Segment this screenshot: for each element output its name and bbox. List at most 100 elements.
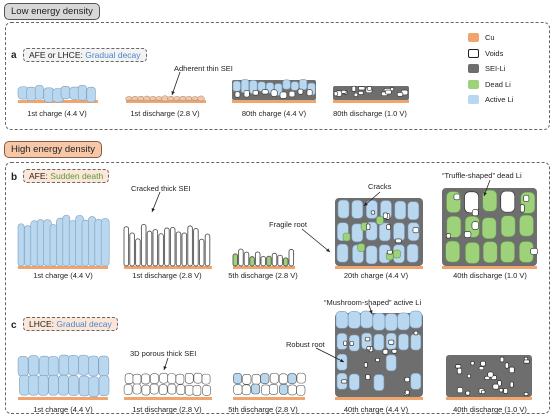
active-li	[77, 84, 87, 101]
sei-shell	[193, 228, 199, 267]
active-li	[358, 86, 366, 91]
active-li	[28, 355, 39, 376]
active-li	[279, 384, 289, 395]
active-li	[509, 381, 514, 388]
active-li	[410, 333, 422, 351]
legend-swatch	[468, 33, 479, 42]
cu-substrate	[446, 397, 532, 400]
active-li	[373, 374, 385, 391]
active-li	[58, 374, 69, 396]
active-li	[481, 389, 486, 395]
callout-arrow	[301, 228, 331, 253]
callout-arrowhead	[483, 192, 487, 196]
cu-substrate	[233, 266, 295, 269]
active-li	[453, 193, 461, 201]
active-li	[375, 358, 380, 363]
active-li	[141, 373, 150, 385]
active-li	[184, 384, 194, 396]
active-li	[470, 361, 475, 366]
active-li	[412, 227, 420, 234]
high-energy-density-header: High energy density	[4, 141, 102, 158]
low-energy-density-header: Low energy density	[4, 3, 100, 20]
cracked-thick-sei-label: Cracked thick SEI	[131, 184, 191, 193]
active-li	[471, 221, 479, 230]
legend-item-active-li: Active Li	[468, 93, 513, 106]
panel-c-caption-1: 1st charge (4.4 V)	[33, 405, 93, 414]
active-li	[150, 373, 159, 384]
active-li	[202, 385, 211, 396]
active-li	[349, 341, 354, 346]
active-li	[47, 356, 59, 377]
active-li	[241, 384, 251, 396]
cu-substrate	[335, 266, 423, 269]
dead-li	[445, 240, 461, 263]
active-li	[98, 355, 110, 377]
sei-shell	[232, 253, 239, 267]
active-li	[167, 373, 177, 384]
active-li	[251, 383, 261, 395]
active-li	[351, 85, 356, 92]
active-li	[341, 379, 348, 384]
active-li	[78, 354, 89, 376]
active-li	[26, 86, 37, 102]
callout-arrow	[171, 71, 181, 96]
active-li	[382, 212, 388, 219]
active-li	[278, 373, 288, 385]
legend-label: Voids	[485, 48, 504, 58]
panel-c-caption-2: 1st discharge (2.8 V)	[132, 405, 202, 414]
active-li	[523, 194, 530, 202]
active-li	[88, 376, 100, 398]
active-li	[404, 377, 410, 383]
active-li	[480, 360, 486, 367]
active-li	[366, 200, 378, 219]
active-li	[279, 91, 288, 99]
cu-substrate	[124, 266, 212, 269]
panel-b-caption-2: 1st discharge (2.8 V)	[132, 271, 202, 280]
panel-b-caption-3: 5th discharge (2.8 V)	[228, 271, 298, 280]
cu-substrate	[124, 397, 212, 400]
panel-c-letter: c	[11, 320, 17, 331]
active-li	[471, 209, 479, 217]
active-li	[252, 90, 259, 96]
active-li	[358, 90, 364, 95]
active-li	[261, 89, 269, 95]
sei-shell	[140, 223, 147, 267]
active-li	[335, 310, 349, 329]
sei-shell	[282, 257, 289, 267]
active-li	[299, 78, 308, 91]
active-li	[478, 366, 485, 371]
active-li	[68, 375, 79, 396]
active-li	[499, 356, 505, 363]
active-li	[363, 362, 368, 368]
active-li	[37, 374, 49, 396]
sei-shell	[175, 231, 182, 267]
panel-a-caption-1: 1st charge (4.4 V)	[27, 109, 87, 118]
legend-item-sei-li: SEI-Li	[468, 62, 505, 75]
li-column	[100, 218, 110, 267]
active-li	[406, 243, 419, 263]
active-li	[446, 233, 452, 239]
panel-c-tag-status: Gradual decay	[56, 319, 112, 329]
sei-shell	[243, 251, 250, 267]
active-li	[366, 223, 371, 231]
active-li	[348, 373, 360, 391]
active-li	[336, 353, 348, 371]
active-li	[360, 310, 373, 329]
dead-li	[482, 189, 498, 212]
active-li	[233, 373, 243, 384]
active-li	[333, 91, 338, 97]
cu-substrate	[18, 397, 108, 400]
active-li	[28, 374, 39, 396]
dead-li	[465, 242, 480, 264]
dead-li	[500, 241, 515, 263]
li-column	[36, 219, 45, 267]
active-li	[396, 92, 404, 97]
li-column	[24, 225, 32, 267]
cu-substrate	[126, 100, 206, 103]
legend-item-cu: Cu	[468, 31, 495, 44]
active-li	[132, 383, 142, 395]
active-li	[260, 373, 270, 384]
sei-shell	[129, 232, 135, 267]
active-li	[78, 375, 90, 397]
